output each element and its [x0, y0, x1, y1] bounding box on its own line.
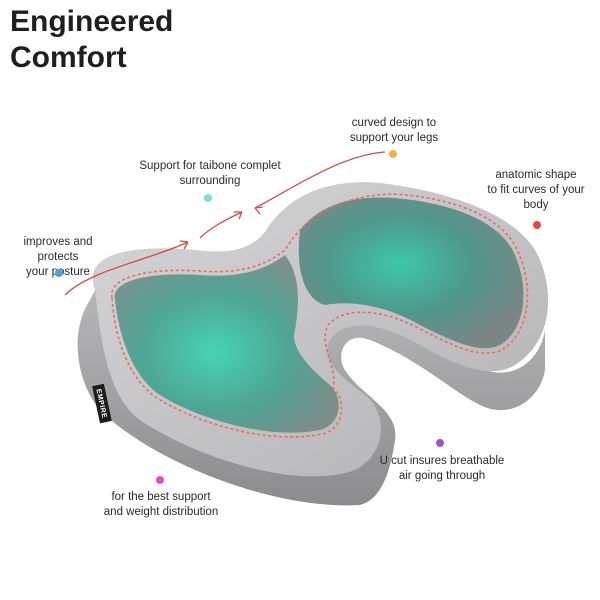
curve-arrows [64, 151, 386, 296]
callout-anatomic-line-1: anatomic shape [495, 169, 577, 181]
callout-support-line-1: for the best support [111, 491, 211, 503]
callout-tailbone: Support for taibone complet surrounding [135, 159, 285, 189]
callout-ucut-line-2: air going through [398, 470, 486, 482]
callout-anatomic-line-3: body [523, 199, 549, 211]
callout-tailbone-line-2: surrounding [179, 175, 241, 187]
title-line-2: Comfort [10, 41, 127, 74]
page-title: Engineered Comfort [10, 4, 173, 76]
callout-tailbone-dot [204, 194, 212, 202]
callout-anatomic-line-2: to fit curves of your [487, 184, 585, 196]
callout-ucut: U cut insures breathable air going throu… [378, 454, 506, 484]
callout-legs-line-2: support your legs [349, 132, 439, 144]
callout-ucut-line-1: U cut insures breathable [379, 455, 505, 467]
callout-legs-line-1: curved design to [351, 117, 437, 129]
brand-tag: EMPIRE [92, 383, 112, 424]
callout-ucut-dot [436, 439, 444, 447]
callout-tailbone-line-1: Support for taibone complet [139, 160, 281, 172]
title-line-1: Engineered [10, 5, 174, 38]
callout-support: for the best support and weight distribu… [96, 490, 226, 520]
callout-anatomic: anatomic shape to fit curves of your bod… [478, 168, 594, 213]
callout-legs-dot [389, 150, 397, 158]
gel-area-left [114, 255, 339, 433]
callout-legs: curved design to support your legs [334, 116, 454, 146]
callout-posture-line-1: improves and protects [23, 236, 93, 263]
stitching-line [111, 193, 529, 438]
callout-support-dot [156, 476, 164, 484]
callout-posture-dot [55, 269, 63, 277]
callout-support-line-2: and weight distribution [103, 506, 219, 518]
gel-area-right [298, 197, 524, 349]
callout-anatomic-dot [533, 221, 541, 229]
